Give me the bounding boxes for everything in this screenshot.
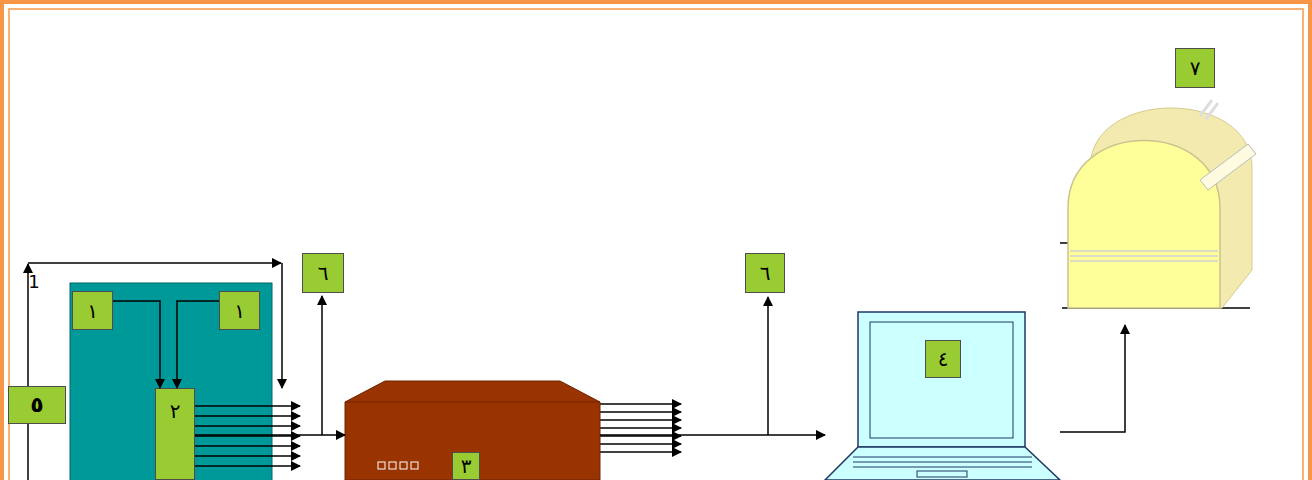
laptop-computer-outline: [825, 312, 1060, 480]
callout-number: ٥: [8, 386, 66, 424]
signal-arrow: [195, 445, 300, 447]
bracket-line: [27, 264, 29, 480]
signal-arrow: [600, 403, 681, 405]
laptop-screen: [870, 322, 1013, 438]
printer-front: [1068, 141, 1220, 309]
signal-arrow: [195, 465, 300, 467]
signal-arrow: [600, 411, 681, 413]
signal-arrow: [195, 455, 300, 457]
callout-number: ١: [220, 292, 259, 329]
laptop-base: [825, 447, 1060, 480]
interface-device: ٣: [345, 380, 600, 480]
signal-connector: [1060, 325, 1125, 432]
laptop-computer: ٤: [825, 312, 1060, 480]
printer-slot: [1206, 103, 1218, 119]
keyboard-row: [853, 467, 1032, 468]
callout-number: ٤: [925, 340, 961, 378]
signal-arrow: [195, 435, 300, 437]
signal-arrow: [600, 443, 681, 445]
callout-number: ٢: [156, 389, 194, 479]
signal-arrow: [600, 435, 681, 437]
device-led: [389, 462, 396, 469]
laptop-screen-frame: [858, 312, 1025, 447]
signal-connector: [113, 301, 160, 388]
callout-number: ٦: [745, 253, 785, 293]
signal-arrow: [195, 405, 300, 407]
signal-arrow: [195, 415, 300, 417]
callout-number: ٣: [452, 452, 480, 480]
printer: ٧: [1060, 48, 1255, 325]
callout-number: 1: [26, 270, 42, 294]
collector-bar: ٢: [155, 388, 195, 480]
sensor-panel: [70, 283, 272, 480]
signal-arrow: [600, 427, 681, 429]
signal-connector: [195, 434, 345, 436]
printer-stripe: [1070, 260, 1218, 262]
printer-stripe: [1070, 255, 1218, 257]
callout-arrow: [321, 296, 323, 435]
printer-paper: [1200, 144, 1256, 190]
device-led: [411, 462, 418, 469]
signal-arrow: [600, 419, 681, 421]
bracket-line: [281, 263, 283, 388]
sensor-box: ١: [219, 291, 260, 330]
signal-connector: [177, 301, 219, 388]
keyboard-row: [853, 462, 1032, 463]
callout-number: ٧: [1175, 48, 1215, 88]
signal-arrow: [195, 425, 300, 427]
printer-outline: [1060, 48, 1255, 325]
printer-stripe: [1070, 250, 1218, 252]
touchpad: [917, 471, 967, 477]
callout-arrow: [767, 297, 769, 435]
sensor-box: ١: [72, 291, 113, 330]
signal-arrow: [600, 451, 681, 453]
device-led: [400, 462, 407, 469]
signal-connector: [600, 434, 825, 436]
device-body: [345, 381, 600, 480]
callout-number: ٦: [302, 253, 344, 293]
callout-number: ١: [73, 292, 112, 329]
bracket-line: [28, 262, 281, 264]
device-edge: [345, 402, 600, 403]
keyboard-row: [853, 457, 1032, 458]
device-led: [378, 462, 385, 469]
